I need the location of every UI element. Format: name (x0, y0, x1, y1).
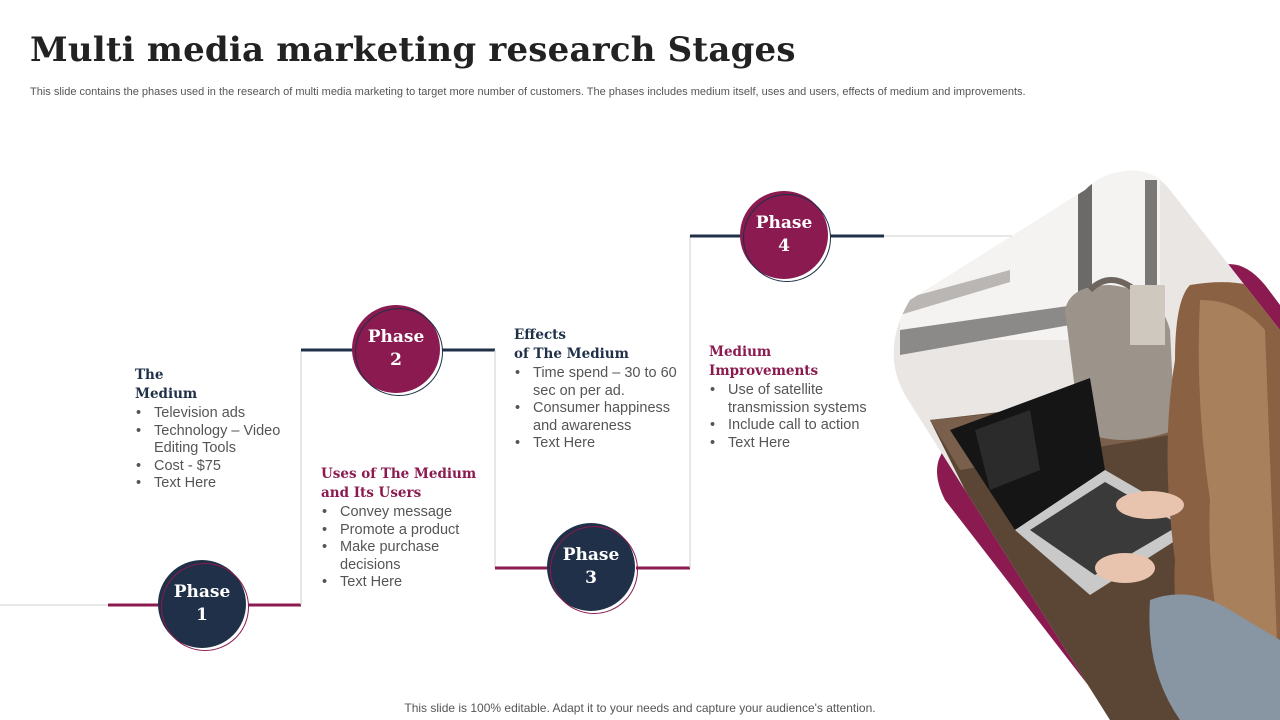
list-item: Text Here (321, 574, 461, 592)
phase-1-ring (161, 563, 249, 651)
uses-heading-line1: Uses of The Medium (321, 466, 477, 482)
slide-footer: This slide is 100% editable. Adapt it to… (404, 701, 876, 715)
effects-heading: Effects of The Medium (514, 326, 684, 364)
phase-3-circle: Phase 3 (547, 523, 638, 614)
uses-list: Convey message Promote a product Make pu… (321, 504, 461, 592)
list-item: Consumer happiness and awareness (514, 400, 679, 435)
list-item: Text Here (514, 435, 679, 453)
phase-2-word: Phase (367, 327, 425, 347)
effects-block: Effects of The Medium Time spend – 30 to… (514, 326, 684, 453)
phase-3-number: 3 (585, 568, 597, 588)
effects-list: Time spend – 30 to 60 sec on per ad. Con… (514, 365, 679, 453)
phase-3-ring (550, 526, 638, 614)
list-item: Make purchase decisions (321, 539, 461, 574)
uses-block: Uses of The Medium and Its Users Convey … (321, 465, 486, 592)
medium-heading: The Medium (135, 366, 295, 404)
list-item: Technology – Video Editing Tools (135, 423, 295, 458)
phase-2-ring (355, 308, 443, 396)
list-item: Text Here (709, 435, 879, 453)
list-item: Time spend – 30 to 60 sec on per ad. (514, 365, 679, 400)
medium-block: The Medium Television ads Technology – V… (135, 366, 295, 493)
effects-heading-line1: Effects (514, 327, 567, 343)
list-item: Include call to action (709, 417, 879, 435)
improvements-list: Use of satellite transmission systems In… (709, 382, 879, 452)
phase-2-circle: Phase 2 (352, 305, 443, 396)
slide-subtitle: This slide contains the phases used in t… (30, 86, 1026, 98)
list-item: Use of satellite transmission systems (709, 382, 879, 417)
improvements-heading-line1: Medium (709, 344, 772, 360)
list-item: Cost - $75 (135, 458, 295, 476)
phase-3-word: Phase (562, 545, 620, 565)
improvements-heading-line2: Improvements (709, 363, 819, 379)
medium-heading-line1: The (135, 367, 164, 383)
phase-4-ring (743, 194, 831, 282)
effects-heading-line2: of The Medium (514, 346, 629, 362)
uses-heading-line2: and Its Users (321, 485, 422, 501)
medium-list: Television ads Technology – Video Editin… (135, 405, 295, 493)
improvements-block: Medium Improvements Use of satellite tra… (709, 343, 884, 452)
phase-4-word: Phase (755, 213, 813, 233)
list-item: Promote a product (321, 522, 461, 540)
list-item: Convey message (321, 504, 461, 522)
phase-1-word: Phase (173, 582, 231, 602)
phase-1-circle: Phase 1 (158, 560, 249, 651)
medium-heading-line2: Medium (135, 386, 198, 402)
phase-1-number: 1 (196, 605, 208, 625)
list-item: Television ads (135, 405, 295, 423)
list-item: Text Here (135, 475, 295, 493)
phase-2-number: 2 (390, 350, 402, 370)
phase-4-circle: Phase 4 (740, 191, 831, 282)
phase-4-number: 4 (778, 236, 790, 256)
slide-title: Multi media marketing research Stages (30, 30, 796, 70)
improvements-heading: Medium Improvements (709, 343, 884, 381)
uses-heading: Uses of The Medium and Its Users (321, 465, 486, 503)
